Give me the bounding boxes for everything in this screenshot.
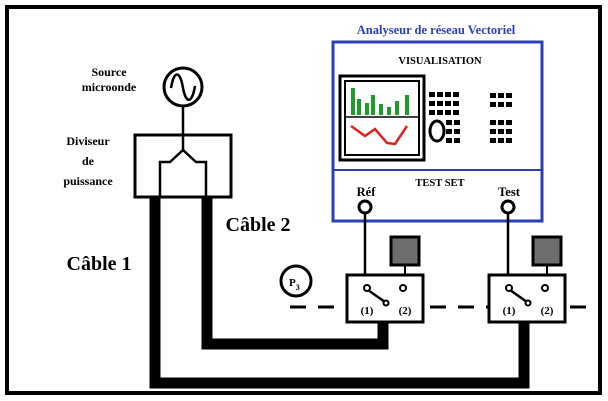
divider-right-branch xyxy=(182,149,208,197)
probe-p3-label: P3 xyxy=(289,277,300,292)
vna-screen-inner xyxy=(344,80,420,156)
divider-left-branch xyxy=(158,135,185,197)
knob-icon xyxy=(428,119,446,143)
switch-2-contact-2 xyxy=(541,284,549,292)
outer-frame xyxy=(5,5,602,395)
vna-title: Analyseur de réseau Vectoriel xyxy=(357,23,516,37)
switch-2-pos1: (1) xyxy=(503,305,516,317)
switch-1-pos1: (1) xyxy=(361,305,374,317)
port-ref-label: Réf xyxy=(357,185,377,199)
keypad-right xyxy=(490,93,512,143)
cable-2-label: Câble 2 xyxy=(226,214,291,236)
switch-1-contact-2 xyxy=(399,284,407,292)
switch-2-pos2: (2) xyxy=(541,305,554,317)
probe-p3-subscript: 3 xyxy=(296,283,300,292)
switch-2-box xyxy=(487,273,567,324)
port-test-label: Test xyxy=(498,185,521,199)
switch-1-arm xyxy=(367,288,386,304)
cable-2 xyxy=(201,197,389,350)
divider-label-line3: puissance xyxy=(63,174,113,188)
keypad-left xyxy=(429,92,460,143)
probe-p3-letter: P xyxy=(289,277,296,289)
divider-label-line2: de xyxy=(82,154,95,168)
switch-1-box xyxy=(345,273,425,324)
source-label-line1: Source xyxy=(91,65,127,79)
port-test-connector xyxy=(500,199,516,215)
trace-line xyxy=(350,124,409,146)
switch-1-contact-1 xyxy=(382,299,390,307)
switch-1-pos2: (2) xyxy=(399,305,412,317)
sine-wave-icon xyxy=(169,73,197,101)
port-ref-connector xyxy=(357,199,373,215)
switch-2-contact-1 xyxy=(524,299,532,307)
switch-1-sensor-icon xyxy=(389,235,421,267)
divider-label-line1: Diviseur xyxy=(66,134,110,148)
spectrum-bars xyxy=(351,88,409,115)
switch-2-arm xyxy=(509,288,528,304)
cable-1 xyxy=(149,197,530,389)
probe-p3-icon xyxy=(279,264,313,298)
switch-2-sensor-icon xyxy=(531,235,563,267)
visualisation-label: VISUALISATION xyxy=(398,56,482,67)
source-label-line2: microonde xyxy=(82,80,137,94)
cable-1-label: Câble 1 xyxy=(67,253,132,275)
testset-label: TEST SET xyxy=(415,178,464,189)
